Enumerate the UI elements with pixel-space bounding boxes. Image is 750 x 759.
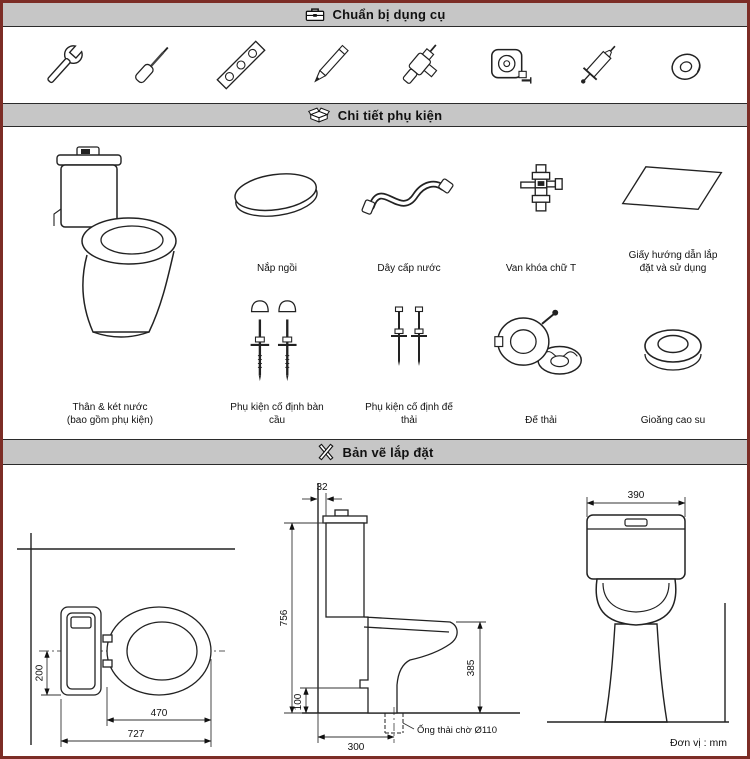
dim-inlet-height: 100 xyxy=(293,693,304,710)
unit-label: Đơn vị : mm xyxy=(669,737,727,749)
bolt-set-illustration xyxy=(250,300,297,382)
drain-base-illustration xyxy=(494,309,582,375)
drain-note: Ống thải chờ Ø110 xyxy=(417,724,497,736)
dim-total-height: 756 xyxy=(279,609,290,626)
part-label: Đế thải xyxy=(525,415,557,426)
main-part-label-line2: (bao gồm phụ kiện) xyxy=(66,415,154,426)
wrench-icon xyxy=(46,45,83,84)
manual-sheet-illustration xyxy=(621,166,723,211)
part-manual-sheet: Giấy hướng dẫn lắp đặt và sử dụng xyxy=(607,133,739,283)
drain-base-image xyxy=(487,283,595,410)
drawing-section-header: Bản vẽ lắp đặt xyxy=(3,439,747,465)
part-label: Nắp ngồi xyxy=(256,263,298,274)
part-rubber-gasket: Gioăng cao su xyxy=(607,283,739,435)
part-drain-base: Đế thải xyxy=(475,283,607,435)
pencil-icon xyxy=(314,44,350,83)
part-t-valve: Van khóa chữ T xyxy=(475,133,607,283)
part-drain-fixing-kit: Phụ kiện cố định đế thải xyxy=(343,283,475,435)
dim-depth: 200 xyxy=(35,664,46,681)
screw-set-image xyxy=(374,283,444,397)
manual-sheet-image xyxy=(615,133,731,245)
main-part: Thân & két nước (bao gồm phụ kiện) xyxy=(9,133,211,437)
parts-title: Chi tiết phụ kiện xyxy=(337,107,443,123)
crossed-tools-icon xyxy=(317,443,335,461)
dim-drain-offset: 300 xyxy=(348,742,365,753)
t-valve-image xyxy=(506,133,576,258)
tools-row xyxy=(3,27,747,103)
supply-hose-image xyxy=(356,133,462,258)
part-seat-lid: Nắp ngồi xyxy=(211,133,343,283)
rubber-gasket-illustration xyxy=(644,328,702,371)
seat-lid-image xyxy=(223,133,331,258)
part-label: Van khóa chữ T xyxy=(505,263,577,274)
part-label: Dây cấp nước xyxy=(377,263,441,274)
supply-hose-illustration xyxy=(361,177,454,215)
drawing-title: Bản vẽ lắp đặt xyxy=(342,444,434,460)
drawing-body: 470 727 200 xyxy=(3,465,747,756)
dim-wall-gap: 32 xyxy=(316,482,328,493)
main-part-label: Thân & két nước (bao gồm phụ kiện) xyxy=(67,401,153,427)
parts-section-header: Chi tiết phụ kiện xyxy=(3,103,747,127)
drawing-side-view: 32 756 100 385 300 Ống thải chờ Ø110 xyxy=(279,482,520,753)
screwdriver-icon xyxy=(134,46,169,84)
main-part-label-line1: Thân & két nước xyxy=(72,402,148,413)
seat-lid-illustration xyxy=(234,172,318,217)
dim-width: 390 xyxy=(628,490,645,501)
tools-title: Chuẩn bị dụng cụ xyxy=(332,7,446,22)
part-label: Phụ kiện cố định đế thải xyxy=(365,402,453,426)
part-label: Giấy hướng dẫn lắp đặt và sử dụng xyxy=(628,250,718,274)
tools-section-header: Chuẩn bị dụng cụ xyxy=(3,3,747,27)
dim-rim-height: 385 xyxy=(466,659,477,676)
thread-seal-tape-icon xyxy=(671,53,701,80)
sealant-gun-icon xyxy=(581,45,616,84)
dim-seat-length: 470 xyxy=(151,708,168,719)
tape-measure-icon xyxy=(490,48,532,84)
bolt-set-image xyxy=(233,283,321,397)
part-label: Gioăng cao su xyxy=(640,415,706,426)
spirit-level-icon xyxy=(216,40,266,90)
part-label: Phụ kiện cố định bàn cầu xyxy=(230,402,324,426)
toolbox-icon xyxy=(305,7,325,22)
drawing-front-view: 390 xyxy=(547,490,729,723)
rubber-gasket-image xyxy=(623,283,723,410)
toilet-illustration xyxy=(53,146,177,338)
part-bowl-fixing-kit: Phụ kiện cố định bàn cầu xyxy=(211,283,343,435)
drill-icon xyxy=(402,44,437,84)
open-box-icon xyxy=(307,107,330,123)
parts-body: Thân & két nước (bao gồm phụ kiện) Nắp n… xyxy=(3,127,747,439)
part-supply-hose: Dây cấp nước xyxy=(343,133,475,283)
parts-grid: Nắp ngồi Dây cấp nước xyxy=(211,133,739,437)
drawing-top-view: 470 727 200 xyxy=(17,533,235,747)
t-valve-illustration xyxy=(520,163,563,212)
screw-set-illustration xyxy=(391,306,427,366)
dim-total-length: 727 xyxy=(128,729,145,740)
